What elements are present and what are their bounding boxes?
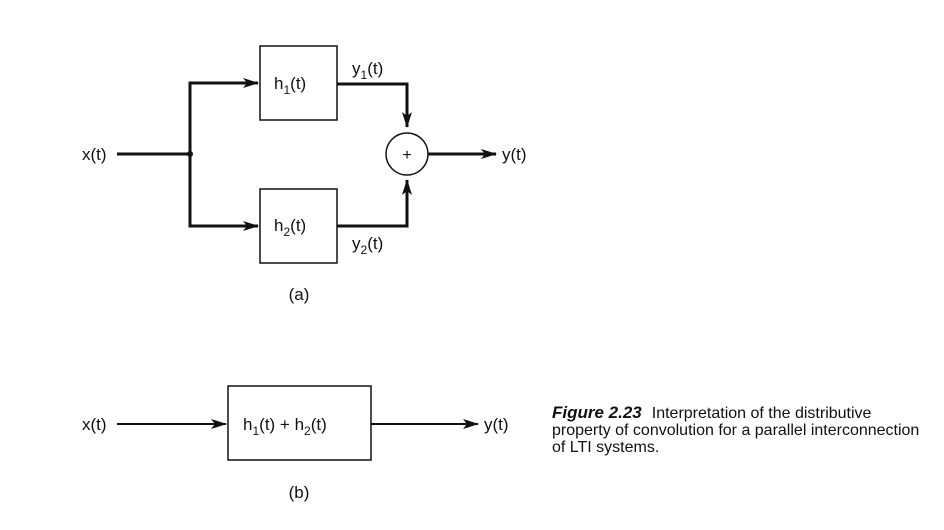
y1-label: y1(t) — [352, 59, 383, 82]
lower-branch-line — [188, 154, 259, 231]
diagram-a: x(t) h1(t) y1(t) h2(t) y2(t) + y(t) (a) — [82, 45, 527, 304]
block-h2-label: h2(t) — [274, 216, 306, 239]
input-label-b: x(t) — [82, 415, 107, 434]
panel-label-a: (a) — [289, 285, 310, 304]
figure-number: Figure 2.23 — [552, 403, 642, 422]
upper-branch-line — [188, 78, 259, 154]
block-h2 — [259, 188, 338, 264]
caption-text: Interpretation of the distributive prope… — [552, 405, 920, 456]
block-h1-plus-h2 — [227, 385, 372, 461]
output-label-b: y(t) — [484, 415, 509, 434]
block-h1-plus-h2-label: h1(t) + h2(t) — [243, 415, 327, 438]
input-label-a: x(t) — [82, 145, 107, 164]
output-label-a: y(t) — [502, 145, 527, 164]
y2-label: y2(t) — [352, 234, 383, 257]
block-h1 — [259, 45, 338, 121]
y2-line — [337, 179, 412, 228]
block-h1-label: h1(t) — [274, 74, 306, 97]
diagram-b: x(t) h1(t) + h2(t) y(t) (b) — [82, 385, 509, 502]
y1-line — [337, 82, 412, 128]
adder-plus: + — [402, 147, 411, 164]
panel-label-b: (b) — [289, 483, 310, 502]
